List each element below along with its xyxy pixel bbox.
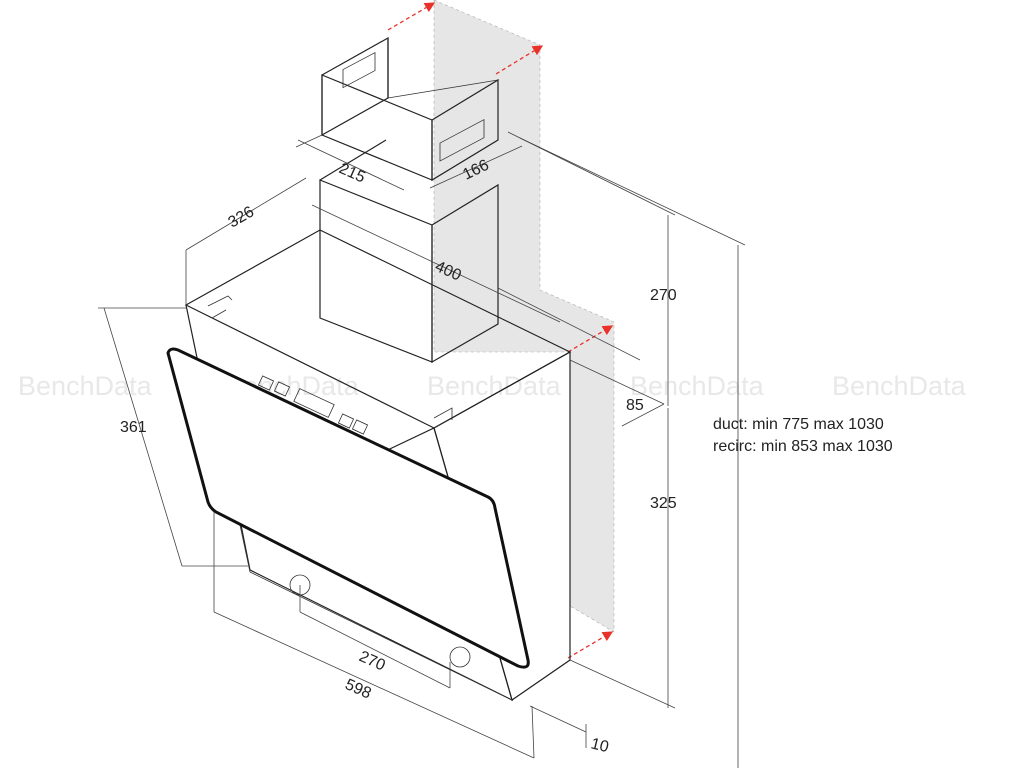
- svg-text:BenchData: BenchData: [18, 371, 153, 401]
- recirc-note: recirc: min 853 max 1030: [713, 438, 893, 455]
- dim-glass-height: 361: [120, 419, 147, 436]
- duct-note: duct: min 775 max 1030: [713, 416, 884, 433]
- wall-shading: [433, 0, 615, 633]
- dim-chimney-width: 215: [336, 160, 367, 186]
- glass-panel: [166, 347, 530, 669]
- dim-hood-width: 598: [342, 676, 373, 702]
- control-panel: [257, 375, 369, 435]
- watermark: BenchData BenchData BenchData BenchData …: [18, 371, 967, 401]
- dim-chimney-height: 270: [650, 287, 677, 304]
- dim-fixing-spacing: 270: [356, 648, 387, 674]
- svg-text:BenchData: BenchData: [427, 371, 562, 401]
- svg-text:BenchData: BenchData: [832, 371, 967, 401]
- chimney-upper: [321, 36, 499, 182]
- dim-wall-gap: 85: [626, 397, 644, 414]
- wall-edge-arrows: [387, 2, 614, 659]
- dim-hood-height: 325: [650, 495, 677, 512]
- chimney-lower: [319, 139, 499, 364]
- dim-hood-depth-top: 326: [226, 203, 258, 231]
- dim-bottom-offset: 10: [589, 735, 610, 756]
- svg-text:BenchData: BenchData: [630, 371, 765, 401]
- dimension-lines: [98, 131, 746, 768]
